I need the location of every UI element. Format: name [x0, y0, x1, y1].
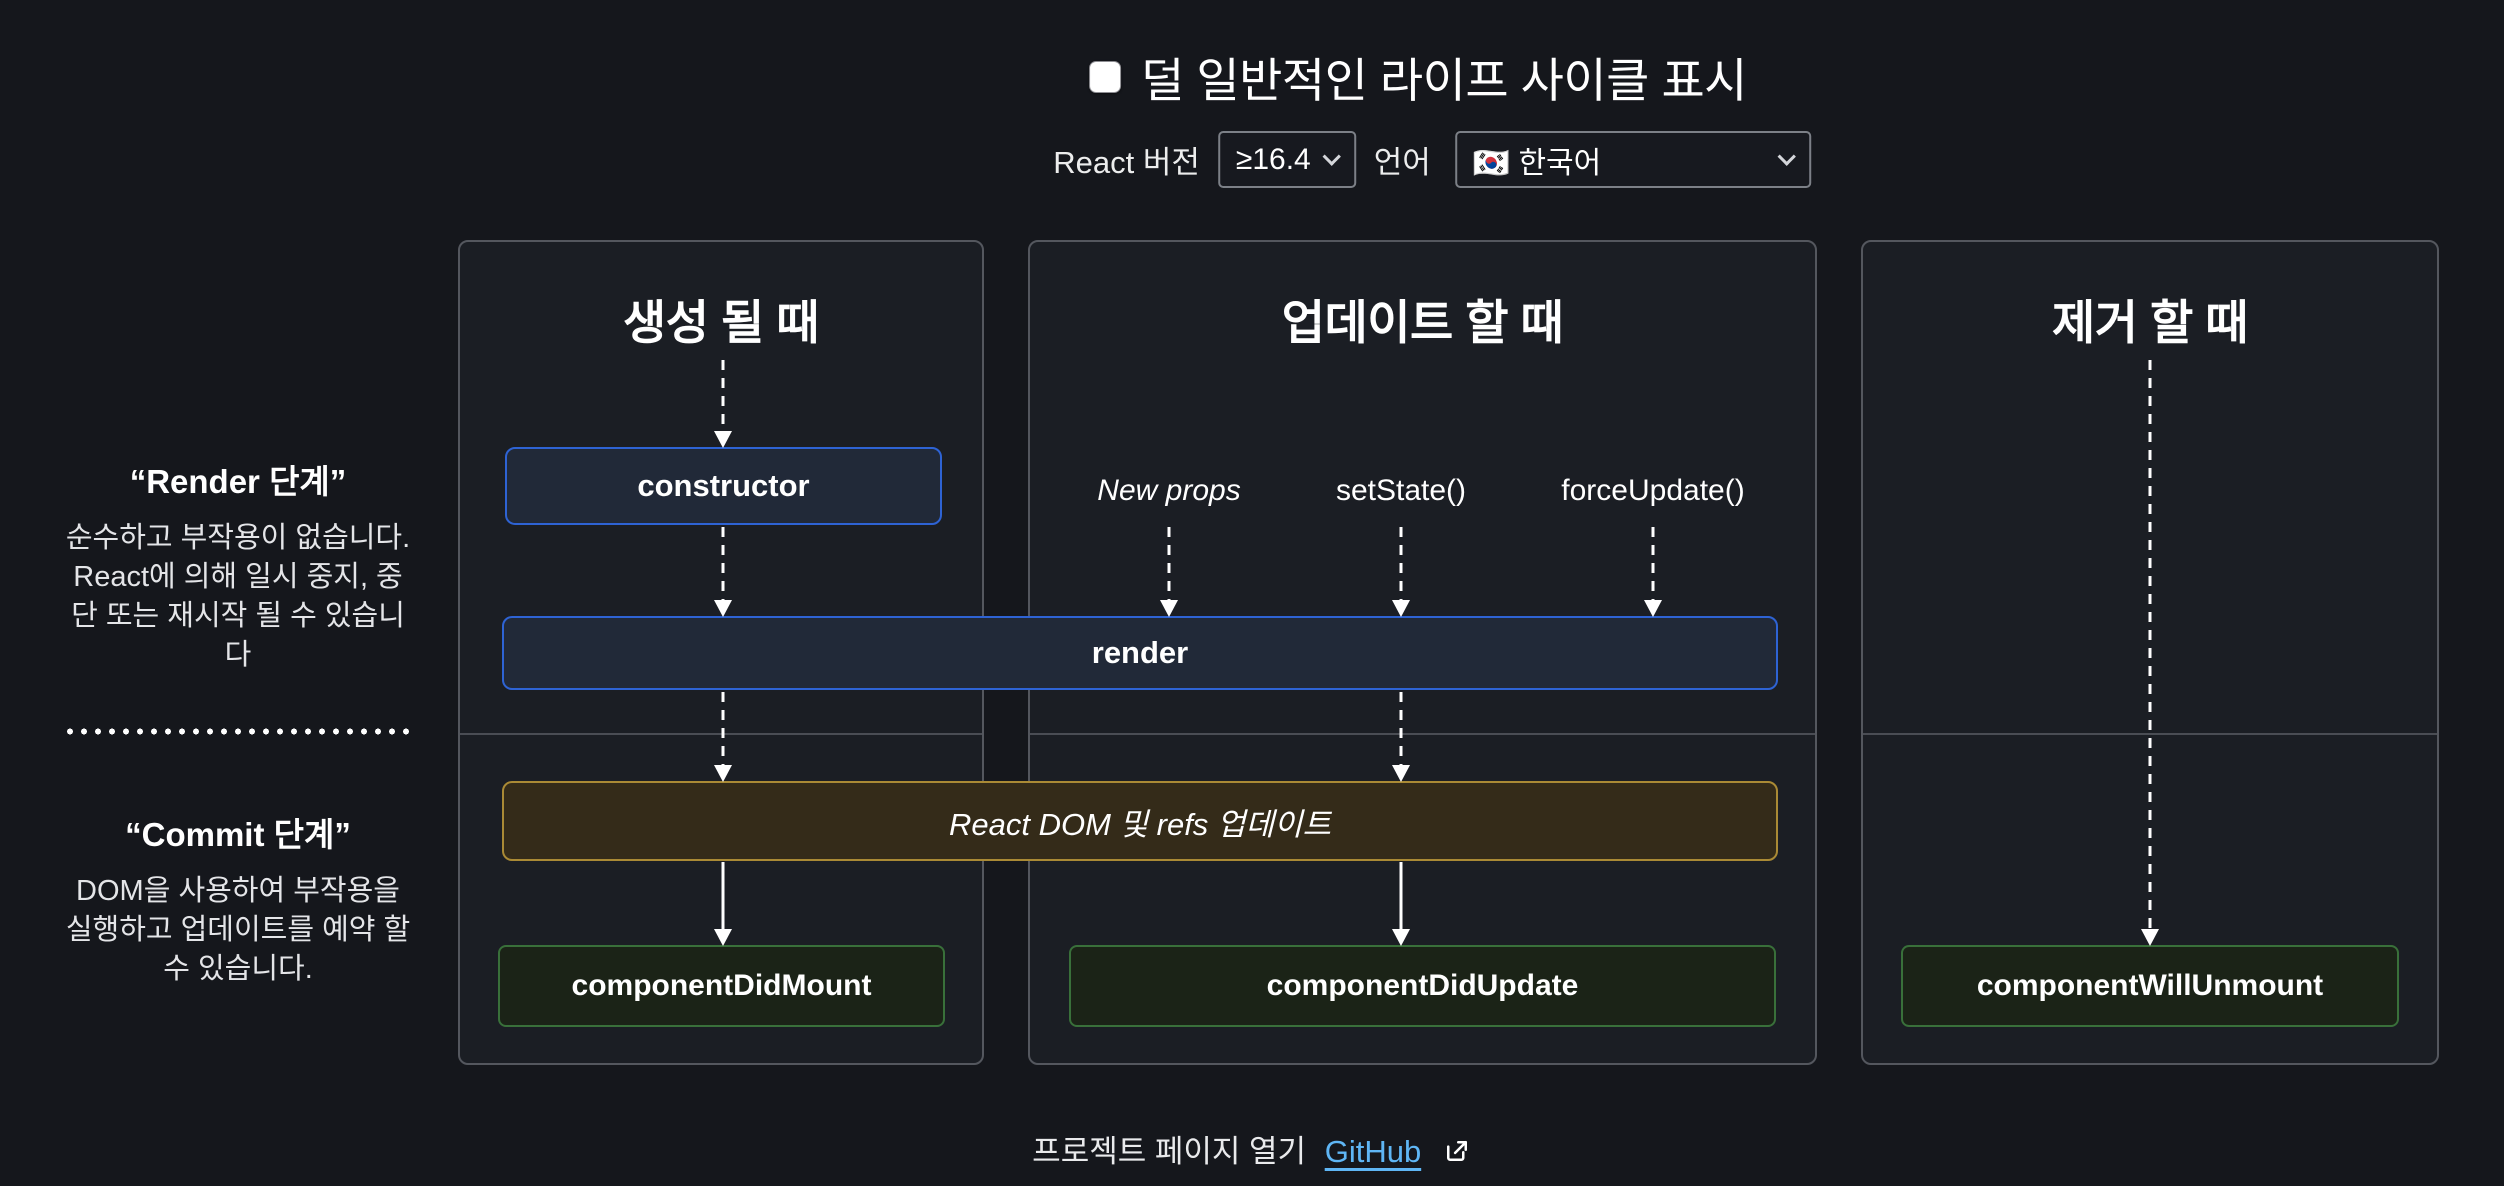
phase-dotted-divider	[63, 728, 413, 735]
arrow-unmount-to-willunmount	[2141, 360, 2159, 946]
trigger-force-update: forceUpdate()	[1561, 474, 1745, 507]
commit-phase-note: “Commit 단계” DOM을 사용하여 부작용을 실행하고 업데이트를 예약…	[62, 808, 414, 989]
show-less-common-checkbox[interactable]	[1089, 60, 1122, 93]
arrow-reactdom-to-didupdate	[1392, 862, 1410, 946]
mounting-column-title: 생성 될 때	[622, 296, 820, 349]
title-row: 덜 일반적인 라이프 사이클 표시	[1089, 42, 1747, 111]
language-label: 언어	[1373, 145, 1431, 180]
render-node[interactable]: render	[502, 616, 1778, 690]
render-phase-title: “Render 단계”	[129, 463, 347, 500]
language-select[interactable]: 🇰🇷 한국어	[1454, 131, 1811, 188]
external-link-icon	[1446, 1141, 1467, 1161]
arrow-forceupdate-to-render	[1644, 527, 1662, 617]
react-version-label: React 버전	[1053, 145, 1200, 180]
chevron-down-icon	[1322, 147, 1341, 166]
constructor-node[interactable]: constructor	[505, 447, 942, 525]
unmounting-column-title: 제거 할 때	[2051, 296, 2249, 349]
render-phase-note: “Render 단계” 순수하고 부작용이 없습니다. React에 의해 일시…	[62, 455, 414, 675]
footer: 프로젝트 페이지 열기 GitHub	[0, 1126, 2504, 1171]
component-will-unmount-node[interactable]: componentWillUnmount	[1901, 945, 2399, 1027]
arrow-constructor-to-render	[714, 527, 732, 617]
arrow-render-to-reactdom-mount	[714, 692, 732, 782]
arrow-setstate-to-render	[1392, 527, 1410, 617]
react-version-value: ≥16.4	[1235, 142, 1311, 176]
footer-text: 프로젝트 페이지 열기	[1032, 1134, 1307, 1169]
updating-column-title: 업데이트 할 때	[1281, 296, 1564, 349]
trigger-new-props: New props	[1097, 474, 1241, 507]
controls-row: React 버전 ≥16.4 언어 🇰🇷 한국어	[1053, 131, 1811, 188]
react-dom-refs-node: React DOM 및 refs 업데이트	[502, 781, 1778, 861]
arrow-newprops-to-render	[1160, 527, 1178, 617]
component-did-update-node[interactable]: componentDidUpdate	[1069, 945, 1776, 1027]
component-did-mount-node[interactable]: componentDidMount	[498, 945, 945, 1027]
language-value: 🇰🇷 한국어	[1472, 146, 1602, 180]
commit-phase-title: “Commit 단계”	[125, 816, 351, 853]
github-link[interactable]: GitHub	[1324, 1134, 1422, 1169]
chevron-down-icon	[1777, 147, 1796, 166]
phase-divider	[1030, 733, 1815, 735]
render-phase-description: 순수하고 부작용이 없습니다. React에 의해 일시 중지, 중단 또는 재…	[65, 522, 411, 671]
arrow-mount-to-constructor	[714, 360, 732, 448]
commit-phase-description: DOM을 사용하여 부작용을 실행하고 업데이트를 예약 할 수 있습니다.	[65, 875, 411, 985]
arrow-reactdom-to-didmount	[714, 862, 732, 946]
trigger-set-state: setState()	[1335, 474, 1467, 507]
react-version-select[interactable]: ≥16.4	[1217, 131, 1356, 188]
arrow-render-to-reactdom-update	[1392, 692, 1410, 782]
page-title: 덜 일반적인 라이프 사이클 표시	[1141, 54, 1747, 107]
